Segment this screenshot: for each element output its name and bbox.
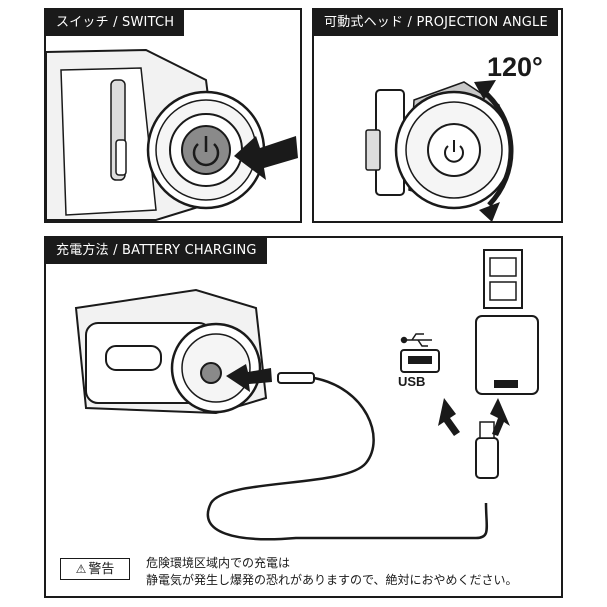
projection-panel: 可動式ヘッド / PROJECTION ANGLE 120°	[312, 8, 563, 223]
warning-text-line-1: 危険環境区域内での充電は	[146, 554, 290, 571]
warning-label: 警告	[88, 562, 114, 577]
usb-plug	[476, 438, 498, 478]
switch-panel-title: スイッチ / SWITCH	[46, 10, 184, 36]
rotation-angle: 120°	[487, 52, 543, 83]
charging-panel-title: 充電方法 / BATTERY CHARGING	[46, 238, 267, 264]
switch-illustration	[46, 10, 302, 223]
projection-illustration	[314, 10, 563, 223]
usb-label: USB	[398, 374, 425, 389]
charging-panel: 充電方法 / BATTERY CHARGING USB ⚠警告 危険環境区域内で…	[44, 236, 563, 598]
arrow-icon	[438, 398, 460, 436]
warning-text-line-2: 静電気が発生し爆発の恐れがありますので、絶対におやめください。	[146, 571, 518, 588]
projection-panel-title: 可動式ヘッド / PROJECTION ANGLE	[314, 10, 558, 36]
charging-port	[201, 363, 221, 383]
usb-icon	[402, 334, 433, 346]
charging-illustration	[46, 238, 563, 598]
warning-icon: ⚠	[76, 562, 87, 576]
switch-panel: スイッチ / SWITCH	[44, 8, 302, 223]
warning-badge: ⚠警告	[60, 558, 130, 580]
